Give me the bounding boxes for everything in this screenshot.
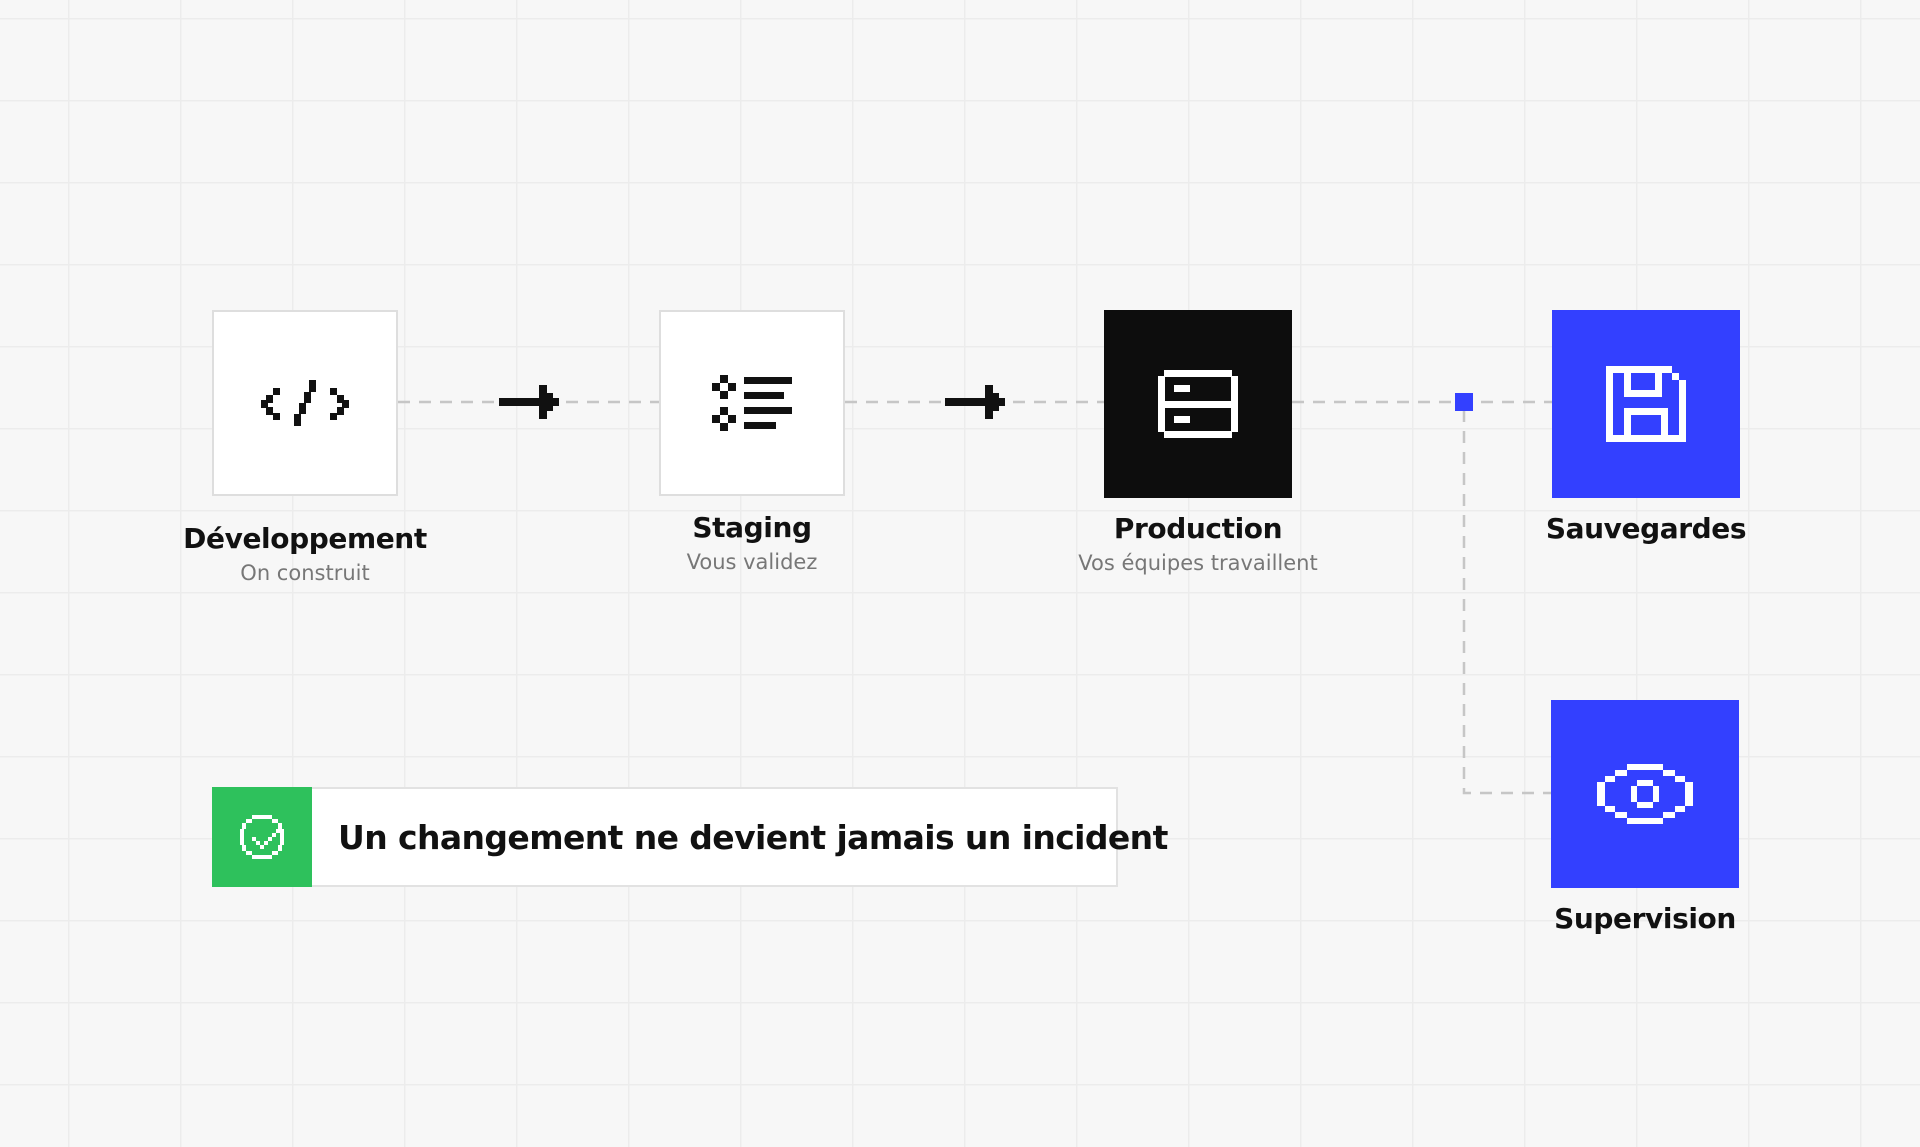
banner-icon-box [212,787,312,887]
floppy-disk-icon [1606,366,1686,442]
eye-icon [1597,764,1693,824]
arrow-icon [945,385,1005,419]
connector-junction-supervision [1462,410,1552,795]
checklist-icon [712,375,792,431]
stage-staging-tile [659,310,845,496]
stage-development-label: Développement On construit [155,522,455,585]
stage-production-label: Production Vos équipes travaillent [1048,512,1348,575]
service-title: Supervision [1554,902,1736,935]
service-title: Sauvegardes [1545,512,1747,545]
server-icon [1158,370,1238,438]
banner-text: Un changement ne devient jamais un incid… [338,817,1168,857]
stage-title: Production [1113,512,1283,545]
stage-subtitle: Vos équipes travaillent [1078,551,1318,575]
stage-title: Développement [183,522,427,555]
check-circle-icon [240,815,284,859]
service-backups-label: Sauvegardes [1496,512,1796,545]
stage-development-tile [212,310,398,496]
junction-node [1455,393,1473,411]
stage-title: Staging [692,511,812,544]
stage-subtitle: On construit [240,561,370,585]
service-monitoring-tile [1551,700,1739,888]
code-icon [261,380,349,426]
stage-production-tile [1104,310,1292,498]
stage-staging-label: Staging Vous validez [602,511,902,574]
guarantee-banner: Un changement ne devient jamais un incid… [212,787,1168,887]
service-backups-tile [1552,310,1740,498]
arrow-icon [499,385,559,419]
stage-subtitle: Vous validez [686,550,818,574]
service-monitoring-label: Supervision [1495,902,1795,935]
